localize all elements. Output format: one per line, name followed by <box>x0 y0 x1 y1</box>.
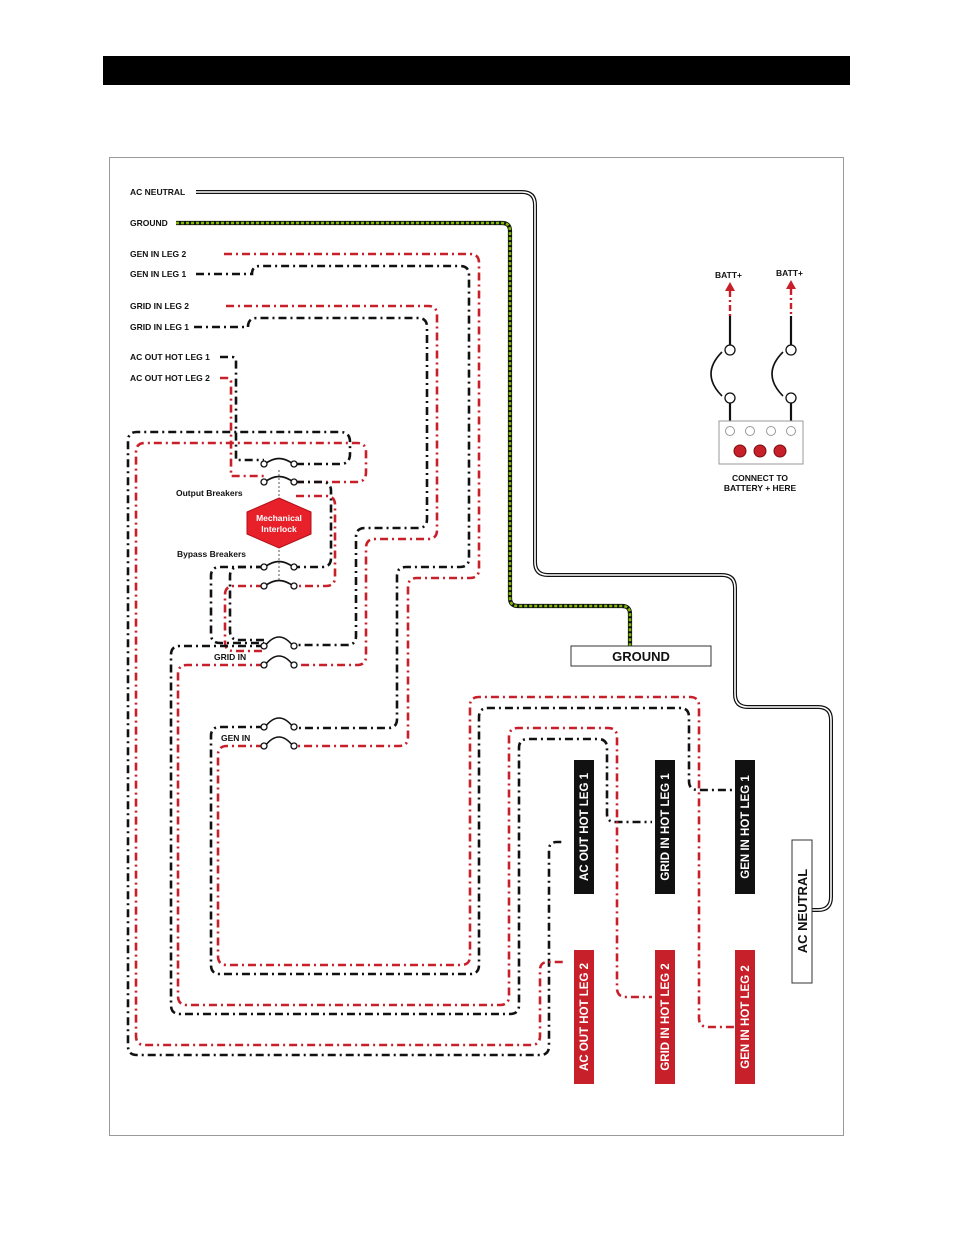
terminal-ac-out-hot-leg-2: AC OUT HOT LEG 2 <box>574 950 594 1084</box>
label-ac-out-hot-leg-2: AC OUT HOT LEG 2 <box>130 373 210 383</box>
terminal-gen-in-hot-leg-1: GEN IN HOT LEG 1 <box>735 760 755 894</box>
batt-plus-left-label: BATT+ <box>715 270 742 280</box>
mechanical-interlock: Mechanical Interlock <box>246 497 312 549</box>
gen-in-leg-1-wire <box>196 264 471 730</box>
interlock-label-line2: Interlock <box>261 524 297 534</box>
connect-label-line2: BATTERY + HERE <box>724 483 797 493</box>
ac-out-hot-leg-2-wire <box>220 376 264 478</box>
label-gen-in-leg-1: GEN IN LEG 1 <box>130 269 186 279</box>
ground-bus: GROUND <box>570 645 712 667</box>
output-breakers <box>260 457 298 486</box>
svg-text:AC OUT HOT LEG 2: AC OUT HOT LEG 2 <box>579 963 591 1071</box>
terminal-ac-out-hot-leg-1: AC OUT HOT LEG 1 <box>574 760 594 894</box>
grid-in-leg-1-wire <box>194 316 429 647</box>
svg-text:GEN IN HOT LEG 1: GEN IN HOT LEG 1 <box>740 775 752 879</box>
interlock-label-line1: Mechanical <box>256 513 302 523</box>
header-bar <box>103 56 850 85</box>
label-bypass-breakers: Bypass Breakers <box>177 549 246 559</box>
neutral-bus: AC NEUTRAL <box>791 839 813 984</box>
gen-in-leg-2-wire <box>224 252 481 748</box>
label-grid-in: GRID IN <box>214 652 246 662</box>
label-output-breakers: Output Breakers <box>176 488 243 498</box>
svg-text:AC OUT HOT LEG 1: AC OUT HOT LEG 1 <box>579 772 591 881</box>
svg-text:GRID IN HOT LEG 2: GRID IN HOT LEG 2 <box>660 963 672 1070</box>
grid-in-leg-2-wire <box>226 304 439 667</box>
label-ground: GROUND <box>130 218 168 228</box>
label-gen-in-leg-2: GEN IN LEG 2 <box>130 249 186 259</box>
svg-text:GEN IN HOT LEG 2: GEN IN HOT LEG 2 <box>740 965 752 1069</box>
label-ac-neutral: AC NEUTRAL <box>130 187 185 197</box>
terminal-gen-in-hot-leg-2: GEN IN HOT LEG 2 <box>735 950 755 1084</box>
neutral-bus-label: AC NEUTRAL <box>795 869 810 954</box>
bypass-breakers <box>260 560 298 590</box>
connect-label-line1: CONNECT TO <box>732 473 788 483</box>
gen-in-breaker <box>260 717 298 750</box>
batt-plus-right-label: BATT+ <box>776 268 803 278</box>
label-grid-in-leg-2: GRID IN LEG 2 <box>130 301 189 311</box>
diagram-frame <box>109 157 844 1136</box>
grid-in-breaker <box>260 636 298 669</box>
ground-wire <box>176 220 633 646</box>
terminal-grid-in-hot-leg-1: GRID IN HOT LEG 1 <box>655 760 675 894</box>
svg-text:GRID IN HOT LEG 1: GRID IN HOT LEG 1 <box>660 773 672 881</box>
ground-bus-label: GROUND <box>612 649 670 664</box>
arrow-up-icon <box>786 280 796 289</box>
label-grid-in-leg-1: GRID IN LEG 1 <box>130 322 189 332</box>
arrow-up-icon <box>725 282 735 291</box>
label-ac-out-hot-leg-1: AC OUT HOT LEG 1 <box>130 352 210 362</box>
terminal-grid-in-hot-leg-2: GRID IN HOT LEG 2 <box>655 950 675 1084</box>
label-gen-in: GEN IN <box>221 733 250 743</box>
battery-connection: BATT+ BATT+ CONNECT TO BATTERY + HERE <box>710 268 804 493</box>
neutral-wire <box>196 190 833 912</box>
ac-out-hot-leg-1-wire <box>220 355 264 462</box>
